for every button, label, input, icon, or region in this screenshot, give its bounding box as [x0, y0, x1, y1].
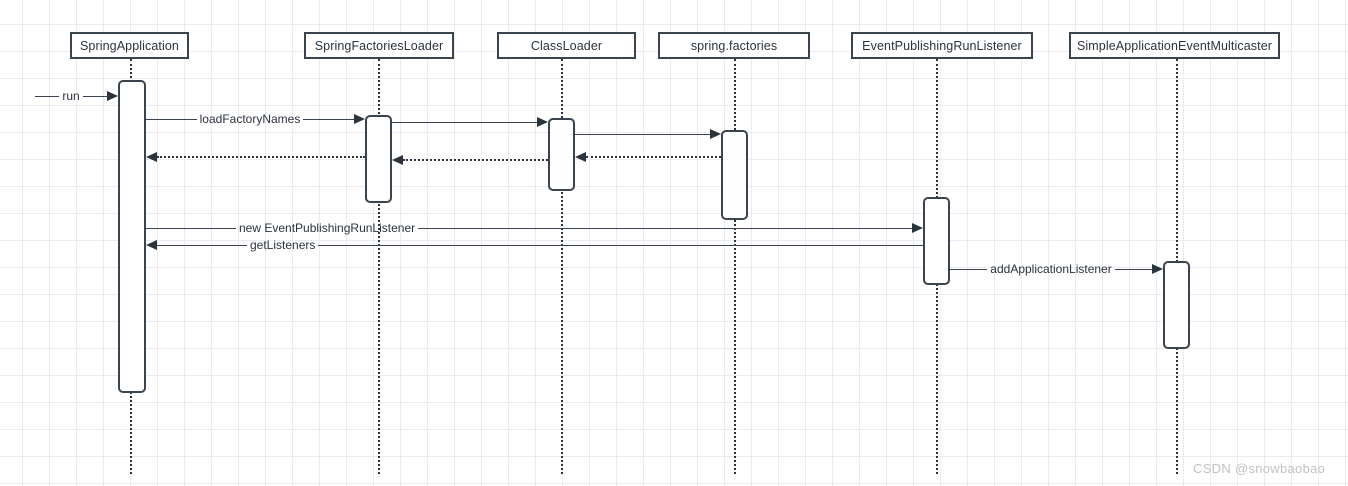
participant-label: SimpleApplicationEventMulticaster — [1076, 38, 1273, 53]
msg-run-label: run — [62, 89, 80, 103]
participant-simple-application-event-multicaster[interactable]: SimpleApplicationEventMulticaster — [1069, 32, 1280, 59]
msg-new-event-publishing-run-listener-line — [146, 227, 236, 229]
msg-add-application-listener: addApplicationListener — [950, 261, 1164, 277]
msg-class-loader-call-arrowhead — [537, 117, 548, 127]
participant-spring-factories-loader[interactable]: SpringFactoriesLoader — [304, 32, 454, 59]
activation-spring-factories-loader[interactable] — [365, 115, 392, 203]
lifeline-spring-factories — [734, 59, 736, 474]
watermark: CSDN @snowbaobao — [1193, 461, 1326, 476]
msg-class-loader-call-line — [392, 121, 537, 123]
msg-new-event-publishing-run-listener-label: new EventPublishingRunListener — [239, 221, 416, 235]
lifeline-class-loader — [561, 59, 563, 474]
msg-new-event-publishing-run-listener: new EventPublishingRunListener — [146, 220, 923, 236]
msg-class-loader-return — [392, 152, 548, 168]
msg-add-application-listener-line — [1114, 268, 1153, 270]
msg-spring-factories-call-arrowhead — [710, 129, 721, 139]
activation-simple-application-event-multicaster[interactable] — [1163, 261, 1190, 349]
msg-spring-factories-return-arrowhead — [575, 152, 586, 162]
msg-load-factory-names-line — [146, 118, 197, 120]
msg-spring-factories-return — [575, 149, 721, 165]
msg-get-listeners: getListeners — [146, 237, 923, 253]
msg-add-application-listener-arrowhead — [1152, 264, 1164, 274]
participant-class-loader[interactable]: ClassLoader — [497, 32, 636, 59]
msg-load-factory-names-return-line — [157, 156, 365, 158]
msg-load-factory-names-return — [146, 149, 365, 165]
msg-class-loader-return-line — [403, 159, 548, 161]
activation-spring-factories[interactable] — [721, 130, 748, 220]
activation-class-loader[interactable] — [548, 118, 575, 191]
participant-label: SpringFactoriesLoader — [314, 38, 444, 53]
participant-spring-factories[interactable]: spring.factories — [658, 32, 810, 59]
msg-load-factory-names-arrowhead — [354, 114, 365, 124]
participant-label: EventPublishingRunListener — [862, 38, 1022, 53]
msg-get-listeners-label: getListeners — [250, 238, 316, 252]
activation-spring-application[interactable] — [118, 80, 146, 393]
msg-class-loader-return-arrowhead — [392, 155, 403, 165]
msg-load-factory-names-return-arrowhead — [146, 152, 157, 162]
participant-spring-application[interactable]: SpringApplication — [70, 32, 189, 59]
msg-new-event-publishing-run-listener-arrowhead — [912, 223, 923, 233]
msg-get-listeners-line — [157, 244, 247, 246]
msg-add-application-listener-label: addApplicationListener — [990, 262, 1112, 276]
msg-add-application-listener-line — [950, 268, 988, 270]
msg-run-arrowhead — [107, 91, 118, 101]
activation-event-publishing-run-listener[interactable] — [923, 197, 950, 285]
msg-run-line — [35, 95, 60, 97]
msg-class-loader-call — [392, 114, 548, 130]
msg-spring-factories-return-line — [586, 156, 721, 158]
participant-event-publishing-run-listener[interactable]: EventPublishingRunListener — [851, 32, 1033, 59]
lifeline-spring-factories-loader — [378, 59, 380, 474]
msg-new-event-publishing-run-listener-line — [418, 227, 912, 229]
msg-load-factory-names-line — [303, 118, 354, 120]
participant-label: spring.factories — [690, 38, 778, 53]
msg-load-factory-names: loadFactoryNames — [146, 111, 365, 127]
msg-load-factory-names-label: loadFactoryNames — [199, 112, 301, 126]
msg-run-line — [82, 95, 107, 97]
participant-label: ClassLoader — [530, 38, 603, 53]
msg-spring-factories-call-line — [575, 133, 710, 135]
msg-run: run — [35, 88, 118, 104]
msg-spring-factories-call — [575, 126, 721, 142]
participant-label: SpringApplication — [80, 38, 179, 53]
msg-get-listeners-line — [318, 244, 923, 246]
msg-get-listeners-arrowhead — [146, 240, 157, 250]
